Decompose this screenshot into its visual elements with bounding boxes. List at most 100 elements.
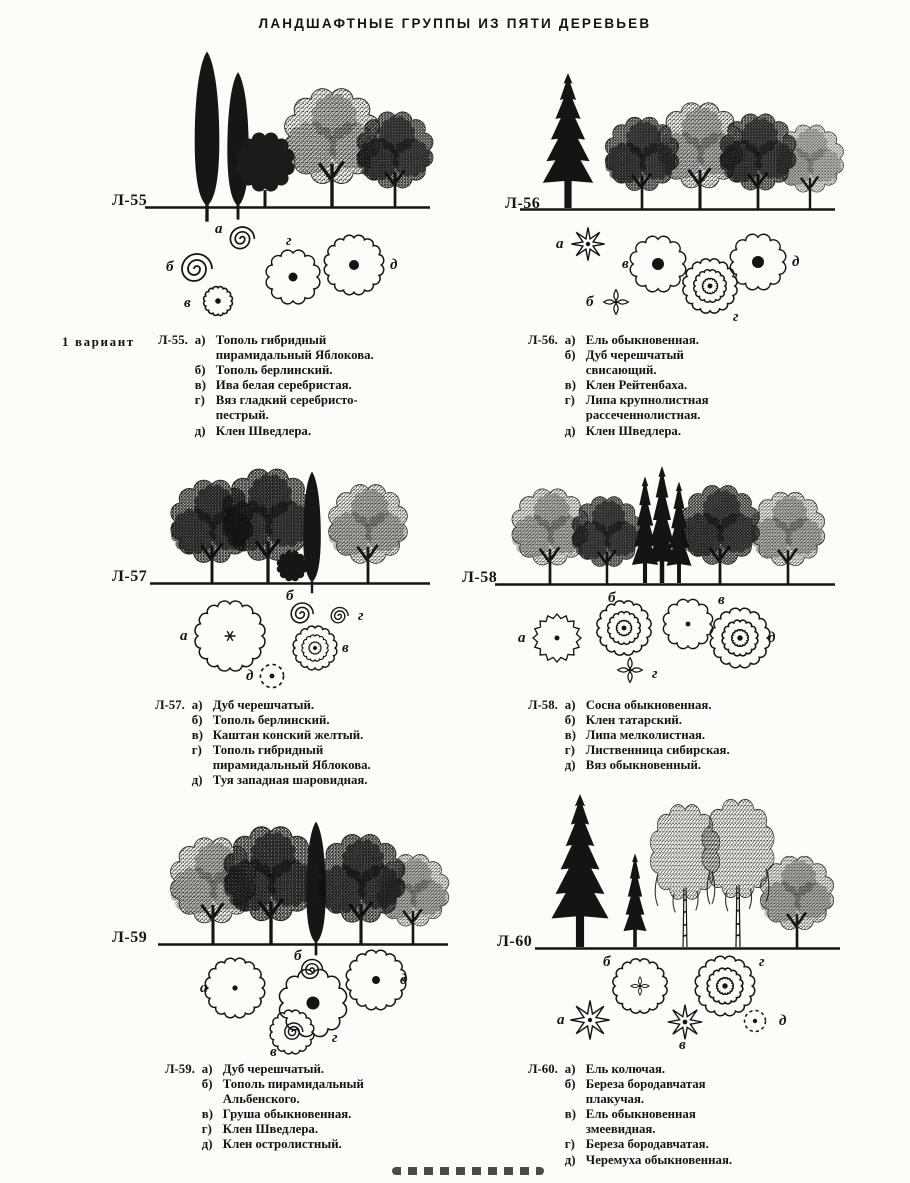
- legend-item-key: г): [564, 393, 575, 408]
- legend-item-text: Сосна обыкновенная.: [585, 698, 712, 712]
- legend-item-key: б): [564, 1077, 576, 1092]
- plan-label-a: а: [556, 236, 564, 252]
- legend-code: Л-59.: [165, 1062, 195, 1076]
- legend-l56: Л-56. а)Ель обыкновенная. б)Дуб черешчат…: [528, 333, 750, 439]
- legend-item: г) Липа крупнолистная рассеченнолистная.: [565, 393, 750, 423]
- plan-label-a: а: [200, 980, 208, 996]
- birch-tree: [702, 799, 774, 947]
- trees-elevation-l55: [145, 49, 433, 224]
- round-tree: [681, 486, 760, 585]
- legend-item-text: Береза бородавчатая.: [585, 1137, 709, 1152]
- plan-symbol-spiral: [181, 253, 213, 282]
- legend-item-text: Лиственница сибирская.: [585, 743, 730, 758]
- legend-item: в)Клен Рейтенбаха.: [565, 378, 750, 393]
- poplar-tree: [192, 49, 222, 224]
- legend-item: д)Клен Шведлера.: [565, 424, 750, 439]
- plan-label-v: в: [342, 640, 349, 656]
- plan-label-d: д: [768, 630, 776, 646]
- legend-l59: Л-59. а) Дуб черешчатый. б) Тополь пирамид…: [165, 1062, 387, 1153]
- plan-view-l57: а б г в д: [180, 588, 364, 689]
- plan-label-d: д: [246, 668, 254, 684]
- trees-elevation-l59: [158, 820, 449, 957]
- scan-artifact-bottom: [392, 1167, 544, 1175]
- legend-code: Л-58.: [528, 698, 558, 712]
- legend-item-key: а): [201, 1062, 213, 1076]
- legend-items: а) Дуб черешчатый. б) Тополь пирамидальный…: [202, 1062, 387, 1153]
- plan-label-g: г: [759, 954, 765, 970]
- round-tree: [329, 485, 408, 584]
- page-title: ЛАНДШАФТНЫЕ ГРУППЫ ИЗ ПЯТИ ДЕРЕВЬЕВ: [258, 16, 652, 31]
- plan-symbol-concentric-rings-dot: [683, 259, 737, 313]
- plan-symbol-wavy-circle-cross: [612, 958, 668, 1014]
- plan-label-b: б: [166, 259, 174, 275]
- plan-symbol-scalloped-circle-dot: [278, 968, 348, 1038]
- legend-item-key: а): [564, 698, 576, 712]
- legend-item-text: Ель колючая.: [585, 1062, 666, 1076]
- round-tree: [377, 854, 449, 944]
- legend-item-text: Тополь берлинский.: [212, 713, 330, 728]
- legend-item: а) Сосна обыкновенная.: [565, 698, 750, 713]
- plan-label-d: д: [400, 972, 408, 988]
- panel-label-l58: Л-58: [462, 569, 498, 586]
- legend-items: а)Тополь гибридный пирамидальный Яблоков…: [195, 333, 380, 439]
- legend-item: в)Каштан конский желтый.: [192, 728, 377, 743]
- plan-label-a: а: [180, 628, 188, 644]
- plan-symbol-wavy-circle-dot: [204, 957, 266, 1019]
- legend-item-text: Ель обыкновенная.: [585, 333, 699, 347]
- panel-label-l55: Л-55: [112, 192, 148, 209]
- round-tree: [224, 827, 318, 945]
- legend-item-text: Тополь гибридный пирамидальный Яблокова.: [215, 333, 374, 363]
- legend-item: г)Клен Шведлера.: [202, 1122, 387, 1137]
- legend-items: а)Ель колючая. б)Береза бородавчатая пла…: [565, 1062, 750, 1168]
- legend-item-text: Тополь гибридный пирамидальный Яблокова.: [212, 743, 371, 773]
- legend-item-key: г): [564, 743, 575, 758]
- plan-symbol-cross-petal-dot: [617, 657, 643, 683]
- legend-item-text: Туя западная шаровидная.: [212, 773, 368, 788]
- legend-item-text: Береза бородавчатая плакучая.: [585, 1077, 706, 1107]
- legend-item-key: г): [194, 393, 205, 408]
- legend-item-text: Тополь берлинский.: [215, 363, 333, 378]
- legend-item-text: Клен Шведлера.: [215, 423, 312, 438]
- legend-item-key: б): [201, 1077, 213, 1092]
- round-tree: [760, 856, 833, 948]
- plan-label-g: г: [652, 666, 658, 682]
- legend-item-text: Дуб черешчатый.: [222, 1062, 325, 1076]
- plan-label-v: в: [718, 592, 725, 608]
- plan-label-g: г: [332, 1030, 338, 1046]
- legend-item-key: д): [564, 1152, 576, 1167]
- plan-symbol-concentric-rings-dot: [710, 608, 769, 667]
- legend-code: Л-55.: [158, 333, 188, 347]
- trees-elevation-l56: [520, 72, 835, 214]
- trees-elevation-l57: [150, 455, 430, 595]
- plan-label-v: в: [184, 295, 191, 311]
- legend-item-key: г): [564, 1137, 575, 1152]
- legend-item-text: Клен Шведлера.: [585, 423, 682, 438]
- spruce-tree: [551, 794, 609, 947]
- legend-item-key: в): [201, 1107, 213, 1122]
- legend-item-text: Дуб черешчатый.: [212, 698, 315, 712]
- plan-label-v: в: [622, 256, 629, 272]
- plan-label-b: б: [608, 590, 616, 606]
- round-tree: [357, 112, 433, 208]
- legend-item: б)Дуб черешчатый свисающий.: [565, 348, 750, 378]
- panel-label-l60: Л-60: [497, 933, 533, 950]
- legend-item-text: Липа крупнолистная рассеченнолистная.: [585, 393, 709, 423]
- legend-item-text: Тополь пирамидальный Альбенского.: [222, 1077, 364, 1107]
- plan-symbol-star-burst-dot: [667, 1004, 703, 1040]
- plan-symbol-spiked-circle-dot: [532, 613, 582, 663]
- legend-item: в)Груша обыкновенная.: [202, 1107, 387, 1122]
- legend-item: а)Дуб черешчатый.: [192, 698, 377, 713]
- legend-item: в)Ель обыкновенная змеевидная.: [565, 1107, 750, 1137]
- legend-item-text: Вяз обыкновенный.: [585, 758, 702, 773]
- legend-item: б) Тополь пирамидальный Альбенского.: [202, 1077, 387, 1107]
- plan-view-l60: б г а в д: [557, 952, 787, 1053]
- plan-symbol-scalloped-circle-dot: [662, 598, 714, 650]
- plan-symbol-scalloped-circle-dot: [729, 233, 787, 291]
- legend-item: г) Береза бородавчатая.: [565, 1137, 750, 1152]
- plan-symbol-wavy-circle-asterisk: [194, 600, 266, 672]
- plan-label-d: д: [792, 254, 800, 270]
- legend-item-text: Липа мелколистная.: [585, 728, 706, 743]
- plan-label-d: д: [779, 1013, 787, 1029]
- plan-symbol-star-burst-dot: [570, 226, 606, 262]
- snake-spruce-tree: [623, 853, 647, 947]
